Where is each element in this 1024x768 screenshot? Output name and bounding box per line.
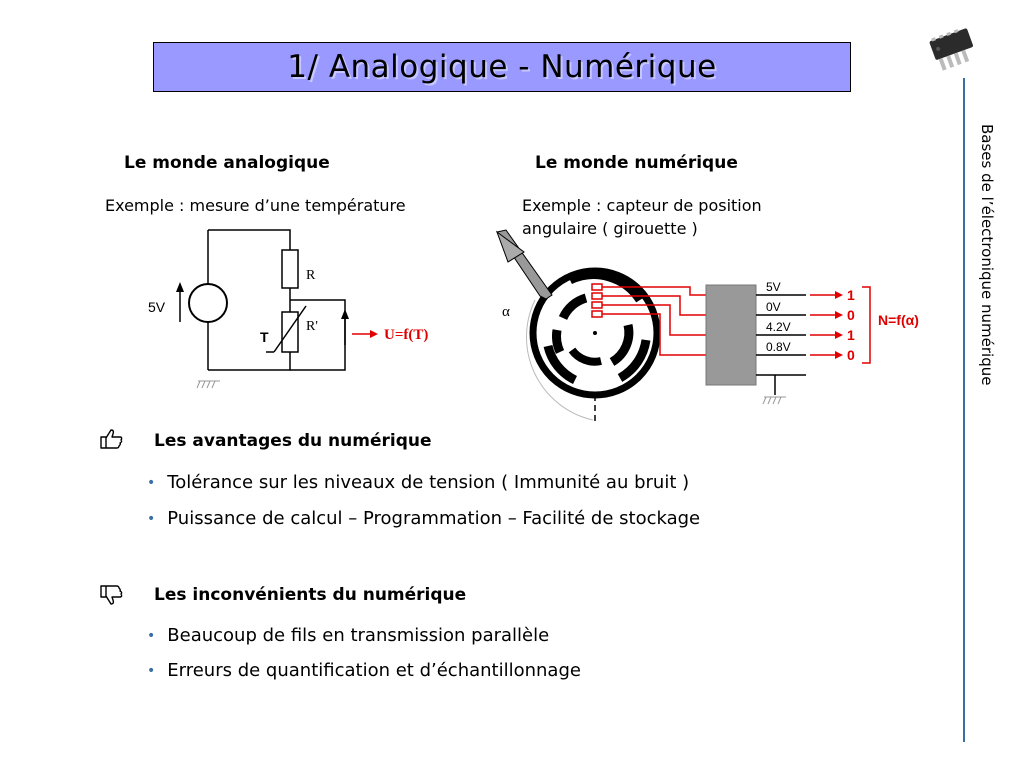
analog-ground — [196, 380, 220, 389]
digital-ground — [762, 396, 786, 405]
bullet-dot: • — [147, 474, 156, 491]
level-0-8v: 0.8V — [766, 340, 791, 354]
drawback-text-2: Erreurs de quantification et d’échantill… — [167, 660, 581, 681]
bullet-dot: • — [147, 662, 156, 679]
title-banner: 1/ Analogique - Numérique — [153, 42, 851, 92]
thumbs-up-icon — [100, 429, 123, 449]
page-title: 1/ Analogique - Numérique — [287, 49, 717, 85]
bit-3: 0 — [847, 347, 855, 363]
alpha-label: α — [502, 304, 510, 320]
list-item: • Tolérance sur les niveaux de tension (… — [147, 472, 689, 493]
result-label: N=f(α) — [878, 312, 919, 328]
list-item: • Erreurs de quantification et d’échanti… — [147, 660, 581, 681]
advantage-text-2: Puissance de calcul – Programmation – Fa… — [167, 508, 701, 529]
digital-example-line2: angulaire ( girouette ) — [522, 219, 698, 238]
analog-circuit — [207, 229, 346, 371]
analog-heading: Le monde analogique — [124, 153, 330, 173]
list-item: • Puissance de calcul – Programmation – … — [147, 508, 700, 529]
sensor-wires — [602, 286, 706, 356]
drawback-text-1: Beaucoup de fils en transmission parallè… — [167, 625, 550, 646]
list-item: • Beaucoup de fils en transmission paral… — [147, 625, 549, 646]
level-0v: 0V — [766, 300, 781, 314]
bit-1: 0 — [847, 307, 855, 323]
voltage-source — [188, 283, 228, 323]
encoder — [495, 229, 661, 425]
side-rule — [963, 78, 965, 742]
thumbs-down-icon — [100, 585, 123, 605]
bullet-dot: • — [147, 510, 156, 527]
r-label: R — [306, 268, 316, 283]
t-label: T — [260, 329, 269, 345]
level-4-2v: 4.2V — [766, 320, 791, 334]
digital-heading: Le monde numérique — [535, 153, 738, 173]
bit-0: 1 — [847, 287, 855, 303]
level-lines — [756, 294, 806, 395]
bullet-dot: • — [147, 627, 156, 644]
resistor-r — [281, 249, 299, 289]
digital-example-line1: Exemple : capteur de position — [522, 196, 762, 215]
rotation-arc — [526, 299, 594, 421]
comparator-block — [705, 284, 757, 386]
r-prime-label: R' — [306, 319, 318, 334]
thermistor — [281, 311, 299, 353]
analog-example: Exemple : mesure d’une température — [105, 196, 406, 215]
output-label: U=f(T) — [384, 327, 428, 343]
level-5v: 5V — [766, 280, 781, 294]
ic-chip-icon — [929, 28, 973, 71]
advantage-text-1: Tolérance sur les niveaux de tension ( I… — [167, 472, 690, 493]
drawbacks-heading: Les inconvénients du numérique — [154, 585, 467, 605]
bit-bracket — [862, 286, 871, 364]
side-label: Bases de l’électronique numérique — [978, 124, 996, 386]
advantages-heading: Les avantages du numérique — [154, 431, 432, 451]
bit-arrows — [810, 294, 836, 356]
voltage-label: 5V — [148, 299, 166, 315]
bit-2: 1 — [847, 327, 855, 343]
